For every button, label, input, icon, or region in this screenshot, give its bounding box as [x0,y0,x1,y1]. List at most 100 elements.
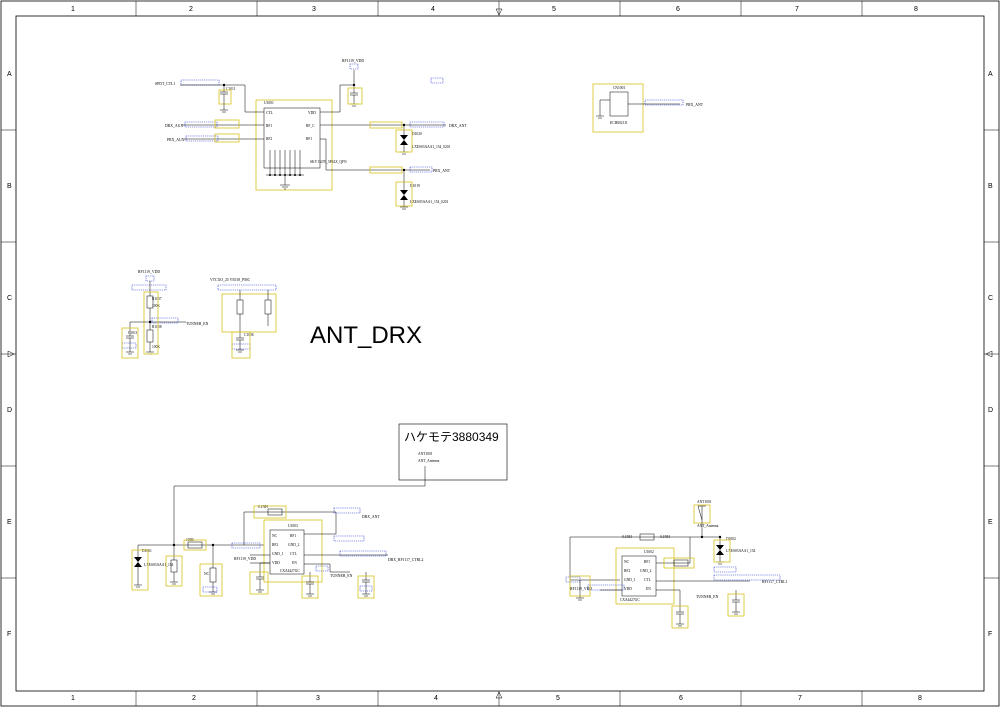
row-label: C [7,295,12,302]
diode-label: D1002 [726,537,736,541]
resistor-label: R1008 [152,325,162,329]
row-label: F [7,631,11,638]
u1001-label: U1001 [264,101,274,105]
net-label: DRX_AUX [165,124,183,128]
center-marks [7,8,993,699]
col-label: 3 [316,695,320,702]
net-label: RF1117_CTRL1 [762,580,788,584]
col-label: 1 [71,6,75,13]
col-label: 6 [679,695,683,702]
cap-label: C1011 [128,331,138,335]
diode-label: D1019 [410,184,420,188]
title-block-text: ハケモテ3880349 [404,430,499,444]
net-label: TUNNER_EN [330,574,353,578]
vtcxo-divider: VTCXO_25 VIO18_PMC C1006 [210,278,277,359]
drx-ant-path: DRX_ANT D1020 LXES03AAA1_154_0201 [320,121,467,155]
sheet-title: ANT_DRX [310,322,422,349]
title-block: ハケモテ3880349 ANT1001 ANT_Antenna [398,423,508,486]
row-label: E [7,519,12,526]
inner-frame [15,15,985,692]
net-label: TUNNER_EN [696,595,719,599]
row-label: A [7,71,12,78]
net-label: RF1119_VDD [234,557,256,561]
title-block-ref: ANT1001 [418,452,433,456]
net-label: PRX_AUX [167,138,185,142]
diode-part-label: LXES03AAA1_154 [726,549,756,553]
antenna-sub-label: ANT_Antenna [697,524,719,528]
diode-part-label: LXES03AAA1_154_0201 [412,145,451,149]
pin-label: RF2 [266,137,272,141]
col-label: 1 [71,695,75,702]
antenna-label: ANT1001 [697,500,712,504]
pin-label: GND_1 [624,578,636,582]
resistor-label: R1007 [152,297,162,301]
inductor-label: 0.1NH [622,535,632,539]
pin-label: VDD [624,587,632,591]
net-label: DRX_RF1117_CTRL2 [388,558,423,562]
net-label: RF1119_VDD [570,587,592,591]
pin-label: CTL [290,552,297,556]
col-label: 7 [798,695,802,702]
pin-label: CTL [266,111,273,115]
pin-label: GND_2 [640,569,652,573]
pin-label: NC [272,534,278,538]
net-label: VTCXO_25 VIO18_PMC [210,278,251,282]
pin-label: GND_2 [288,543,300,547]
u1003-block: 100K D1001 LXES03AAA1_154 NC U1003 NC RF… [131,485,425,599]
col-label: 7 [795,6,799,13]
net-label: DRX_ANT [362,515,380,519]
pin-label: GND_1 [272,552,284,556]
diode-label: D1001 [142,549,152,553]
col-label: 6 [676,6,680,13]
row-label: F [988,631,992,638]
net-label: PRX_ANT [686,103,704,107]
zone-labels-left: A B C D E F [7,71,12,638]
row-label: D [988,407,993,414]
zone-labels-bottom: 1 2 3 4 5 6 7 8 [71,695,922,702]
zone-labels-top: 1 2 3 4 5 6 7 8 [71,6,918,13]
row-label: B [988,183,993,190]
pin-label: NC [204,572,210,576]
zone-labels-right: A B C D E F [988,71,993,638]
net-label: TUNNER_EN [186,322,209,326]
net-label: RF1119_VDD [342,59,364,63]
aux-nets: DRX_AUX PRX_AUX [165,119,264,143]
net-label: PRX_ANT [433,169,451,173]
row-label: D [7,407,12,414]
u1002-label: U1002 [644,550,654,554]
pin-label: VDD [308,111,316,115]
row-label: C [988,295,993,302]
resistor-value: 100K [152,345,160,349]
col-label: 2 [189,6,193,13]
net-label: SPDT_CTL1 [155,82,175,86]
connector-label: CN1001 [613,86,625,90]
u1001-block: U1001 CTL RF1 RF2 VDD RF_C RF1 SKY13470_… [255,99,347,191]
net-label: RF1119_VDD [138,270,160,274]
pin-label: RF2 [272,543,278,547]
col-label: 8 [914,6,918,13]
cap-label: C1011 [226,87,236,91]
connector-part-label: ECH002111 [610,121,628,125]
part-label: CXA4427GC [280,569,300,573]
pin-label: CTL [644,578,651,582]
col-label: 8 [918,695,922,702]
row-label: E [988,519,993,526]
pin-label: RF1 [266,124,272,128]
u1002-block: ANT1001 ANT_Antenna 0.1NH 0.1NH D1002 LX… [565,500,788,629]
spdt-ctl-net: SPDT_CTL1 C1011 [155,79,264,113]
vdd-branch: RF1119_VDD [320,59,444,113]
resistor-value: 100K [152,304,160,308]
inductor-label: 0.1NH [660,535,670,539]
pin-label: RF2 [624,569,630,573]
title-block-sub: ANT_Antenna [418,459,440,463]
pin-label: VDD [272,561,280,565]
pin-label: RF1 [290,534,296,538]
diode-part-label: LXES03AAA1_154 [144,563,174,567]
col-label: 5 [556,695,560,702]
row-label: A [988,71,993,78]
part-label: SKY13470_5P41Z_QFN [310,160,347,164]
col-label: 4 [431,6,435,13]
diode-label: D1020 [412,132,422,136]
